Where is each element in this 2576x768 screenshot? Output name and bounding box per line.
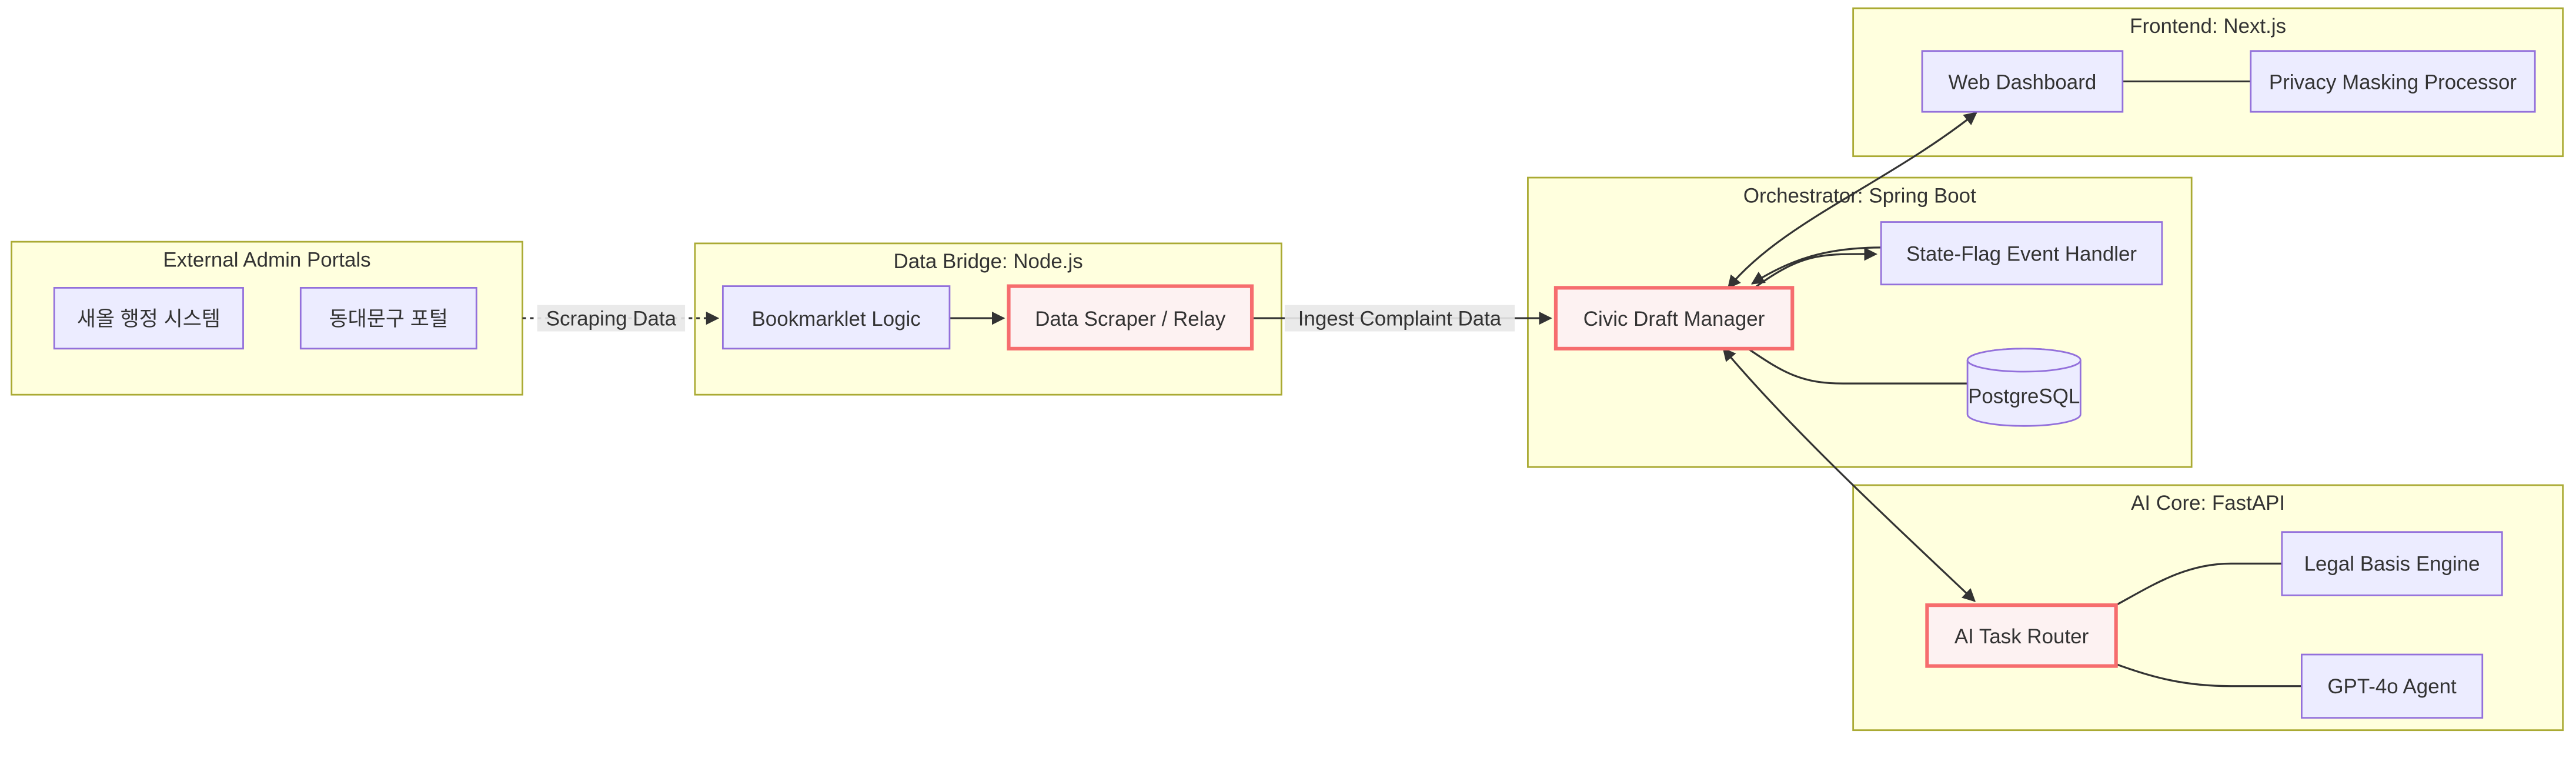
node-privacy-masking-processor: Privacy Masking Processor	[2250, 50, 2536, 113]
edge-label-text: Ingest Complaint Data	[1298, 307, 1502, 330]
cluster-title: Frontend: Next.js	[2130, 15, 2286, 38]
node-saeol-admin-system: 새올 행정 시스템	[53, 287, 244, 350]
edge-label-ingest-complaint-data: Ingest Complaint Data	[1284, 305, 1515, 332]
edge-router-gpt4o	[2114, 662, 2302, 687]
node-label: State-Flag Event Handler	[1906, 243, 2137, 266]
node-data-scraper-relay: Data Scraper / Relay	[1007, 284, 1254, 350]
node-label: AI Task Router	[1954, 625, 2089, 648]
edge-civic-aitaskrouter	[1722, 348, 1976, 602]
node-gpt-4o-agent: GPT-4o Agent	[2301, 653, 2484, 719]
node-dongdaemun-portal: 동대문구 포털	[299, 287, 477, 350]
edge-stateflag-to-civic	[1750, 246, 1882, 285]
cluster-title: External Admin Portals	[163, 248, 370, 271]
node-box	[1925, 603, 2118, 668]
node-state-flag-event-handler: State-Flag Event Handler	[1880, 221, 2163, 286]
node-box	[1921, 50, 2124, 113]
node-box	[1880, 221, 2163, 286]
node-box	[1007, 284, 1254, 350]
cluster-title: Orchestrator: Spring Boot	[1743, 184, 1976, 207]
edge-label-scraping-data: Scraping Data	[537, 305, 686, 332]
edge-router-legalbasis	[2114, 562, 2282, 607]
node-box	[721, 285, 951, 350]
database-cylinder-top	[1966, 348, 2081, 373]
node-box	[2281, 531, 2503, 596]
node-label: Data Scraper / Relay	[1035, 308, 1226, 330]
node-postgresql-database: PostgreSQL	[1966, 348, 2081, 427]
node-label: Bookmarklet Logic	[752, 308, 921, 330]
node-legal-basis-engine: Legal Basis Engine	[2281, 531, 2503, 596]
cluster-title: AI Core: FastAPI	[2131, 492, 2285, 515]
node-label: PostgreSQL	[1968, 385, 2080, 408]
node-box	[299, 287, 477, 350]
edge-civic-webdashboard	[1727, 112, 1977, 289]
node-box	[53, 287, 244, 350]
node-box	[2250, 50, 2536, 113]
edge-civic-to-stateflag	[1754, 247, 1878, 289]
node-ai-task-router: AI Task Router	[1925, 603, 2118, 668]
node-civic-draft-manager: Civic Draft Manager	[1553, 286, 1795, 350]
node-bookmarklet-logic: Bookmarklet Logic	[721, 285, 951, 350]
cluster-title: Data Bridge: Node.js	[893, 250, 1082, 273]
node-label: Privacy Masking Processor	[2269, 71, 2517, 94]
node-box	[1553, 286, 1795, 350]
node-label: 동대문구 포털	[329, 308, 448, 330]
node-web-dashboard: Web Dashboard	[1921, 50, 2124, 113]
node-label: Civic Draft Manager	[1583, 308, 1765, 330]
node-label: Legal Basis Engine	[2304, 553, 2480, 576]
edge-label-bg	[537, 305, 686, 332]
edge-label-bg	[1284, 305, 1515, 332]
node-label: 새올 행정 시스템	[77, 308, 220, 330]
node-box	[2301, 653, 2484, 719]
edge-label-text: Scraping Data	[546, 307, 677, 330]
node-label: GPT-4o Agent	[2327, 675, 2457, 698]
node-label: Web Dashboard	[1949, 71, 2097, 94]
